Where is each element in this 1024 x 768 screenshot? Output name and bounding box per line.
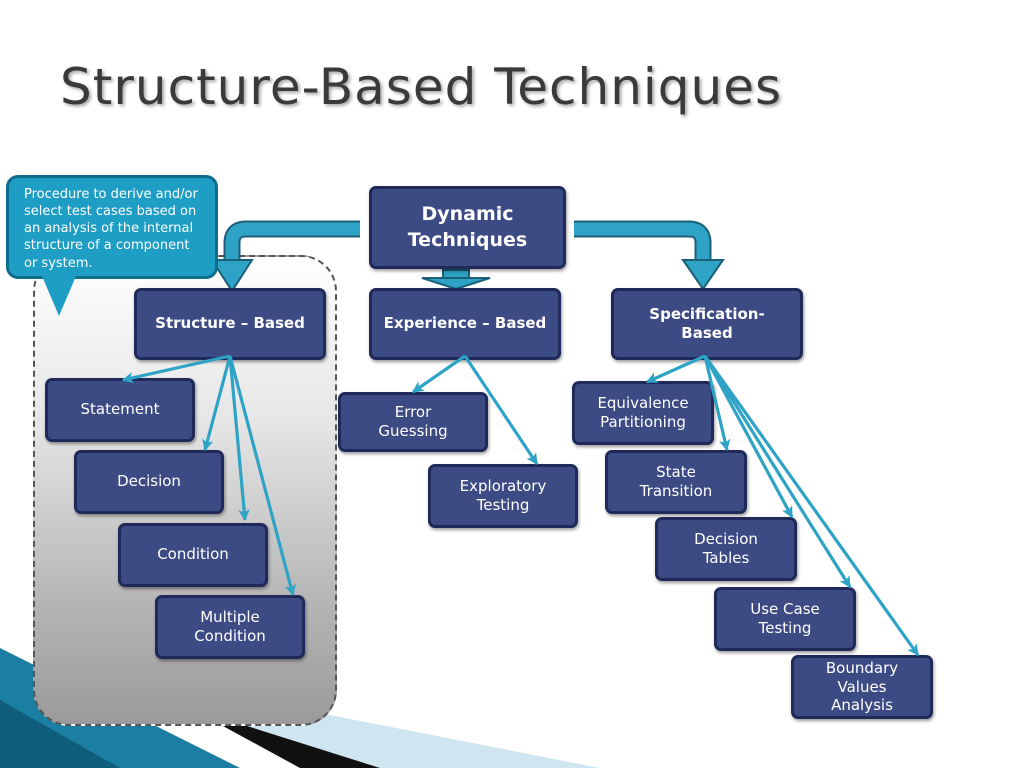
callout-text: Procedure to derive and/or select test c… — [24, 187, 198, 271]
node-error-guessing: Error Guessing — [338, 392, 488, 452]
node-decision-tables: Decision Tables — [655, 517, 797, 581]
node-specification-based: Specification-Based — [611, 288, 803, 360]
definition-callout: Procedure to derive and/or select test c… — [6, 175, 218, 279]
node-boundary-values-analysis: Boundary Values Analysis — [791, 655, 933, 719]
node-use-case-testing: Use Case Testing — [714, 587, 856, 651]
node-exploratory-testing: Exploratory Testing — [428, 464, 578, 528]
node-multiple-condition: Multiple Condition — [155, 595, 305, 659]
page-title: Structure-Based Techniques — [60, 58, 783, 116]
node-structure-based: Structure – Based — [134, 288, 326, 360]
node-dynamic-techniques: Dynamic Techniques — [369, 186, 566, 269]
node-condition: Condition — [118, 523, 268, 587]
node-equivalence-partitioning: Equivalence Partitioning — [572, 381, 714, 445]
node-experience-based: Experience – Based — [369, 288, 561, 360]
node-statement: Statement — [45, 378, 195, 442]
node-state-transition: State Transition — [605, 450, 747, 514]
node-decision: Decision — [74, 450, 224, 514]
callout-tail — [42, 276, 76, 316]
